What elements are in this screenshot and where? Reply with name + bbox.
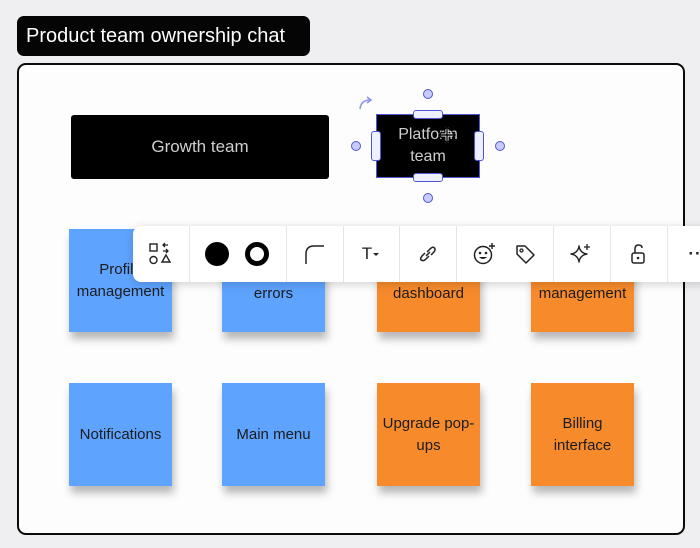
frame-title[interactable]: Product team ownership chat xyxy=(17,16,310,56)
rotate-icon[interactable] xyxy=(357,96,375,114)
resize-handle-left[interactable] xyxy=(351,141,361,151)
sticky-note[interactable]: Main menu xyxy=(222,383,325,486)
move-cursor-icon xyxy=(438,126,456,144)
edge-handle-top[interactable] xyxy=(413,110,443,119)
sticky-note-label: Notifications xyxy=(79,425,162,443)
edge-handle-left[interactable] xyxy=(371,131,381,161)
add-reaction-icon[interactable] xyxy=(470,240,498,268)
sticky-note-label: dashboard xyxy=(393,284,464,302)
sticky-note-label: Billing interface xyxy=(553,414,612,454)
sticky-note-label: management xyxy=(538,284,627,302)
growth-team-label: Growth team xyxy=(151,137,249,156)
corner-radius-icon[interactable] xyxy=(300,240,328,268)
edge-handle-right[interactable] xyxy=(474,131,484,161)
link-icon[interactable] xyxy=(414,240,442,268)
sticky-note-label: errors xyxy=(253,284,294,302)
platform-team-card[interactable]: Platform team xyxy=(376,114,480,178)
resize-handle-right[interactable] xyxy=(495,141,505,151)
more-icon[interactable]: ·· xyxy=(681,240,700,268)
ai-sparkle-icon[interactable] xyxy=(567,240,595,268)
tag-icon[interactable] xyxy=(511,240,539,268)
edge-handle-bottom[interactable] xyxy=(413,173,443,182)
sticky-note[interactable]: Billing interface xyxy=(531,383,634,486)
sticky-note-label: Upgrade pop-ups xyxy=(382,414,475,454)
sticky-note-label: Main menu xyxy=(236,425,311,443)
sticky-note-label: Profile management xyxy=(76,260,165,300)
chevron-down-icon xyxy=(373,253,380,256)
sticky-note[interactable]: Upgrade pop-ups xyxy=(377,383,480,486)
resize-handle-bottom[interactable] xyxy=(423,193,433,203)
platform-team-label: Platform team xyxy=(398,126,458,165)
unlock-icon[interactable] xyxy=(624,240,652,268)
context-toolbar: T xyxy=(133,226,700,282)
switch-shape-icon[interactable] xyxy=(146,240,174,268)
text-format-label: T xyxy=(361,244,373,263)
border-color-icon[interactable] xyxy=(243,240,271,268)
sticky-note[interactable]: Notifications xyxy=(69,383,172,486)
more-label: ·· xyxy=(688,244,700,263)
fill-color-icon[interactable] xyxy=(203,240,231,268)
growth-team-card[interactable]: Growth team xyxy=(71,115,329,179)
text-format-icon[interactable]: T xyxy=(357,240,385,268)
resize-handle-top[interactable] xyxy=(423,89,433,99)
